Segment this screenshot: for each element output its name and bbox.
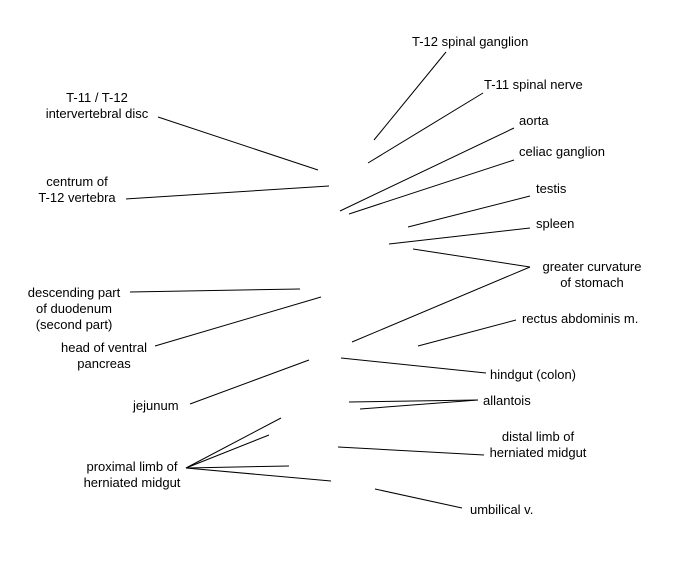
label-text: allantois: [483, 393, 531, 408]
label-celiac-ganglion: celiac ganglion: [519, 144, 605, 160]
label-t11-spinal-nerve: T-11 spinal nerve: [484, 77, 583, 93]
label-text: spleen: [536, 216, 575, 231]
label-line: centrum of: [46, 174, 108, 189]
leader-t11-spinal-nerve: [367, 92, 484, 164]
leader-jejunum: [189, 359, 310, 405]
label-text: T-11 spinal nerve: [484, 77, 583, 92]
label-line: distal limb of: [501, 429, 575, 444]
leader-t12-spinal-ganglion: [373, 51, 447, 141]
label-text: rectus abdominis m.: [522, 311, 639, 326]
label-text: T-12 spinal ganglion: [412, 34, 529, 49]
label-allantois: allantois: [483, 393, 531, 409]
label-line: descending part: [27, 285, 121, 300]
leader-head-ventral-pancreas: [154, 296, 322, 347]
label-text: jejunum: [133, 398, 179, 413]
leader-hindgut: [340, 357, 487, 374]
label-line: greater curvature: [542, 259, 642, 274]
label-descending-duodenum: descending part of duodenum (second part…: [14, 285, 134, 333]
label-text: umbilical v.: [470, 502, 534, 517]
label-jejunum: jejunum: [133, 398, 179, 414]
label-centrum-t12: centrum of T-12 vertebra: [12, 174, 142, 206]
leader-centrum-t12: [125, 185, 330, 200]
label-line: T-12 vertebra: [38, 190, 116, 205]
label-line: of duodenum: [36, 301, 112, 316]
label-text: testis: [536, 181, 567, 196]
label-line: proximal limb of: [86, 459, 178, 474]
leader-proximal-limb-d: [185, 467, 332, 482]
label-line: of stomach: [560, 275, 624, 290]
leader-t11-t12-disc: [157, 116, 319, 171]
leader-proximal-limb-b: [185, 434, 270, 469]
label-greater-curvature: greater curvature of stomach: [532, 259, 652, 291]
leader-greater-curvature-a: [412, 248, 531, 268]
leader-allantois-a: [348, 399, 479, 403]
label-distal-limb: distal limb of herniated midgut: [478, 429, 598, 461]
label-aorta: aorta: [519, 113, 549, 129]
label-line: T-11 / T-12: [66, 90, 128, 105]
leader-greater-curvature-b: [351, 266, 531, 343]
leader-rectus-abdominis: [417, 319, 517, 347]
label-line: herniated midgut: [489, 445, 587, 460]
label-line: pancreas: [77, 356, 131, 371]
label-line: head of ventral: [60, 340, 147, 355]
leader-testis: [407, 195, 531, 228]
label-text: hindgut (colon): [490, 367, 576, 382]
leader-spleen: [388, 227, 531, 245]
label-line: (second part): [35, 317, 113, 332]
label-hindgut: hindgut (colon): [490, 367, 576, 383]
leader-aorta: [339, 127, 515, 212]
label-head-ventral-pancreas: head of ventral pancreas: [44, 340, 164, 372]
label-t11-t12-disc: T-11 / T-12 intervertebral disc: [22, 90, 172, 122]
leader-allantois-b: [359, 399, 479, 410]
label-spleen: spleen: [536, 216, 574, 232]
leader-celiac-ganglion: [348, 159, 515, 215]
label-line: intervertebral disc: [45, 106, 149, 121]
leader-descending-duodenum: [129, 288, 301, 293]
label-text: celiac ganglion: [519, 144, 606, 159]
leader-proximal-limb-a: [185, 417, 282, 469]
leader-proximal-limb-c: [185, 465, 290, 469]
leader-umbilical-v: [374, 488, 463, 509]
label-testis: testis: [536, 181, 566, 197]
label-umbilical-v: umbilical v.: [470, 502, 533, 518]
label-proximal-limb: proximal limb of herniated midgut: [72, 459, 192, 491]
label-t12-spinal-ganglion: T-12 spinal ganglion: [412, 34, 528, 50]
leader-distal-limb: [337, 446, 485, 456]
label-line: herniated midgut: [83, 475, 181, 490]
label-text: aorta: [519, 113, 549, 128]
label-rectus-abdominis: rectus abdominis m.: [522, 311, 638, 327]
